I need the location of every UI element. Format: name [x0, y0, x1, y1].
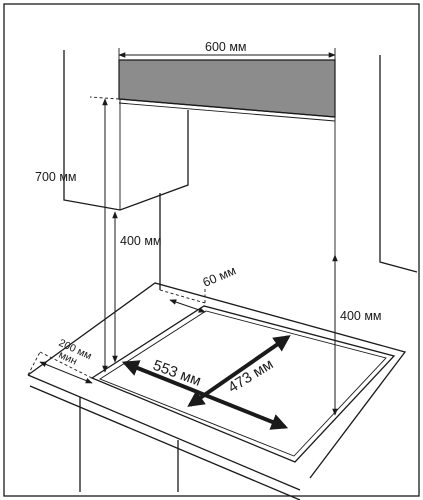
label-600: 600 мм [205, 40, 247, 54]
dim-height-total: 700 мм [35, 98, 108, 373]
dim-width-hood: 600 мм [118, 40, 336, 62]
label-400-left: 400 мм [120, 234, 162, 248]
label-700: 700 мм [35, 170, 77, 184]
right-cabinet [334, 55, 418, 410]
dim-gap-back: 60 мм [169, 263, 238, 313]
reference-lines [27, 96, 206, 379]
worktop [27, 282, 407, 500]
dim-cutout-depth: 473 мм [187, 335, 291, 407]
upper-cabinet [63, 50, 189, 290]
label-400-right: 400 мм [340, 309, 382, 323]
dim-height-cabinet: 400 мм [112, 211, 162, 363]
hood [118, 59, 336, 122]
label-60: 60 мм [201, 263, 238, 289]
dim-height-right: 400 мм [332, 254, 382, 416]
hob-cutout [90, 305, 396, 463]
outer-border [3, 3, 420, 497]
